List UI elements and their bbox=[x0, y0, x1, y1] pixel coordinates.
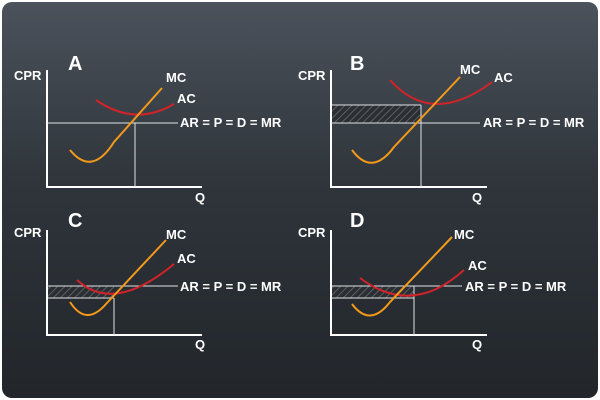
mc-label: MC bbox=[460, 62, 481, 77]
x-axis-label: Q bbox=[472, 190, 482, 205]
panel-d: D CPR Q MC AC AR = P = D = MR bbox=[298, 210, 567, 352]
loss-area bbox=[48, 286, 114, 298]
ac-label: AC bbox=[468, 258, 487, 273]
ac-curve bbox=[389, 79, 493, 105]
ac-label: AC bbox=[177, 91, 196, 106]
revenue-line-label: AR = P = D = MR bbox=[180, 279, 282, 294]
ac-curve bbox=[95, 99, 175, 116]
profit-area bbox=[332, 105, 421, 123]
mc-curve bbox=[351, 76, 461, 164]
panel-letter: C bbox=[68, 210, 82, 232]
x-axis-label: Q bbox=[472, 337, 482, 352]
x-axis-label: Q bbox=[195, 337, 205, 352]
panel-a: A CPR Q MC AC AR = P = D = MR bbox=[14, 53, 282, 205]
axes bbox=[46, 230, 202, 336]
x-axis-label: Q bbox=[195, 190, 205, 205]
panel-b: B CPR Q MC AC AR = P = D = MR bbox=[298, 53, 585, 205]
mc-label: MC bbox=[166, 70, 187, 85]
panel-letter: A bbox=[68, 53, 82, 75]
axes bbox=[330, 70, 487, 188]
ac-curve bbox=[76, 263, 175, 295]
mc-curve bbox=[351, 236, 453, 317]
ac-curve bbox=[359, 269, 465, 297]
panel-letter: B bbox=[350, 53, 364, 75]
axes bbox=[46, 70, 202, 188]
revenue-line-label: AR = P = D = MR bbox=[180, 115, 282, 130]
panel-letter: D bbox=[350, 210, 364, 232]
axes bbox=[330, 230, 487, 336]
y-axis-label: CPR bbox=[298, 68, 326, 83]
y-axis-label: CPR bbox=[14, 68, 42, 83]
y-axis-label: CPR bbox=[14, 225, 42, 240]
revenue-line-label: AR = P = D = MR bbox=[483, 115, 585, 130]
panel-c: C CPR Q MC AC AR = P = D = MR bbox=[14, 210, 282, 352]
mc-label: MC bbox=[454, 227, 475, 242]
ac-label: AC bbox=[177, 251, 196, 266]
mc-curve bbox=[69, 239, 167, 316]
mc-curve bbox=[69, 87, 163, 163]
mc-label: MC bbox=[166, 227, 187, 242]
ac-label: AC bbox=[494, 70, 513, 85]
y-axis-label: CPR bbox=[298, 225, 326, 240]
revenue-line-label: AR = P = D = MR bbox=[465, 279, 567, 294]
